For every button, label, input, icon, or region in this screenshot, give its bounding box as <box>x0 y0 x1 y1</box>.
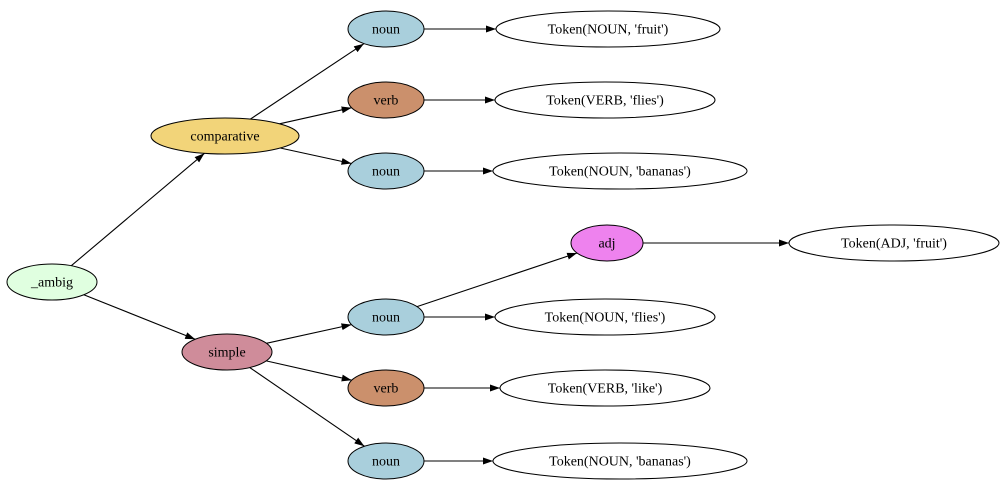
node-label-tok_verb_flies: Token(VERB, 'flies') <box>546 94 664 109</box>
edge-comparative-to-verb1 <box>279 106 352 125</box>
node-ellipse-comparative <box>150 117 300 155</box>
edges-layer <box>70 25 789 465</box>
node-ellipse-tok_adj_fruit <box>788 224 1000 262</box>
node-tok_noun_bananas2: Token(NOUN, 'bananas') <box>492 442 748 480</box>
node-ellipse-verb1 <box>347 81 425 119</box>
node-ellipse-tok_verb_flies <box>494 81 716 119</box>
node-label-tok_noun_bananas1: Token(NOUN, 'bananas') <box>549 165 691 180</box>
node-label-tok_noun_flies: Token(NOUN, 'flies') <box>545 311 666 326</box>
node-label-noun3: noun <box>372 311 400 326</box>
node-ellipse-ambig <box>6 263 98 301</box>
nodes-layer: _ambig comparative simple noun verb noun noun v… <box>6 10 1000 480</box>
node-label-verb2: verb <box>374 382 399 397</box>
node-label-noun1: noun <box>372 23 400 38</box>
node-noun3: noun <box>347 298 425 336</box>
edge-noun3-to-adj <box>416 252 578 308</box>
node-ellipse-tok_noun_fruit <box>495 10 721 48</box>
node-adj: adj <box>570 224 644 262</box>
node-ellipse-noun1 <box>347 10 425 48</box>
node-verb1: verb <box>347 81 425 119</box>
node-label-comparative: comparative <box>190 130 259 145</box>
node-label-noun2: noun <box>372 165 400 180</box>
node-ellipse-adj <box>570 224 644 262</box>
edge-ambig-to-simple <box>83 294 196 340</box>
edge-comparative-to-noun2 <box>280 147 352 165</box>
node-label-verb1: verb <box>374 94 399 109</box>
edge-simple-to-noun4 <box>249 367 365 447</box>
node-ellipse-verb2 <box>347 369 425 407</box>
node-verb2: verb <box>347 369 425 407</box>
node-label-tok_noun_fruit: Token(NOUN, 'fruit') <box>548 23 669 38</box>
node-label-simple: simple <box>208 346 245 361</box>
node-comparative: comparative <box>150 117 300 155</box>
node-label-tok_verb_like: Token(VERB, 'like') <box>548 382 663 397</box>
node-simple: simple <box>181 333 273 371</box>
node-noun4: noun <box>347 442 425 480</box>
node-label-noun4: noun <box>372 455 400 470</box>
edge-simple-to-noun3 <box>266 323 352 344</box>
node-label-tok_adj_fruit: Token(ADJ, 'fruit') <box>841 237 947 252</box>
node-tok_noun_bananas1: Token(NOUN, 'bananas') <box>492 152 748 190</box>
node-ellipse-tok_noun_flies <box>494 298 716 336</box>
node-ellipse-noun2 <box>347 152 425 190</box>
node-ellipse-noun3 <box>347 298 425 336</box>
node-ambig: _ambig <box>6 263 98 301</box>
node-tok_adj_fruit: Token(ADJ, 'fruit') <box>788 224 1000 262</box>
node-label-ambig: _ambig <box>30 276 73 291</box>
node-label-tok_noun_bananas2: Token(NOUN, 'bananas') <box>549 455 691 470</box>
node-tok_verb_flies: Token(VERB, 'flies') <box>494 81 716 119</box>
node-ellipse-noun4 <box>347 442 425 480</box>
node-ellipse-tok_noun_bananas2 <box>492 442 748 480</box>
edge-comparative-to-noun1 <box>250 43 365 120</box>
node-ellipse-tok_verb_like <box>499 369 711 407</box>
edge-simple-to-verb2 <box>266 360 352 382</box>
node-noun1: noun <box>347 10 425 48</box>
node-tok_noun_fruit: Token(NOUN, 'fruit') <box>495 10 721 48</box>
node-tok_verb_like: Token(VERB, 'like') <box>499 369 711 407</box>
node-label-adj: adj <box>598 237 615 252</box>
node-ellipse-simple <box>181 333 273 371</box>
node-noun2: noun <box>347 152 425 190</box>
edge-ambig-to-comparative <box>70 152 205 267</box>
node-tok_noun_flies: Token(NOUN, 'flies') <box>494 298 716 336</box>
node-ellipse-tok_noun_bananas1 <box>492 152 748 190</box>
